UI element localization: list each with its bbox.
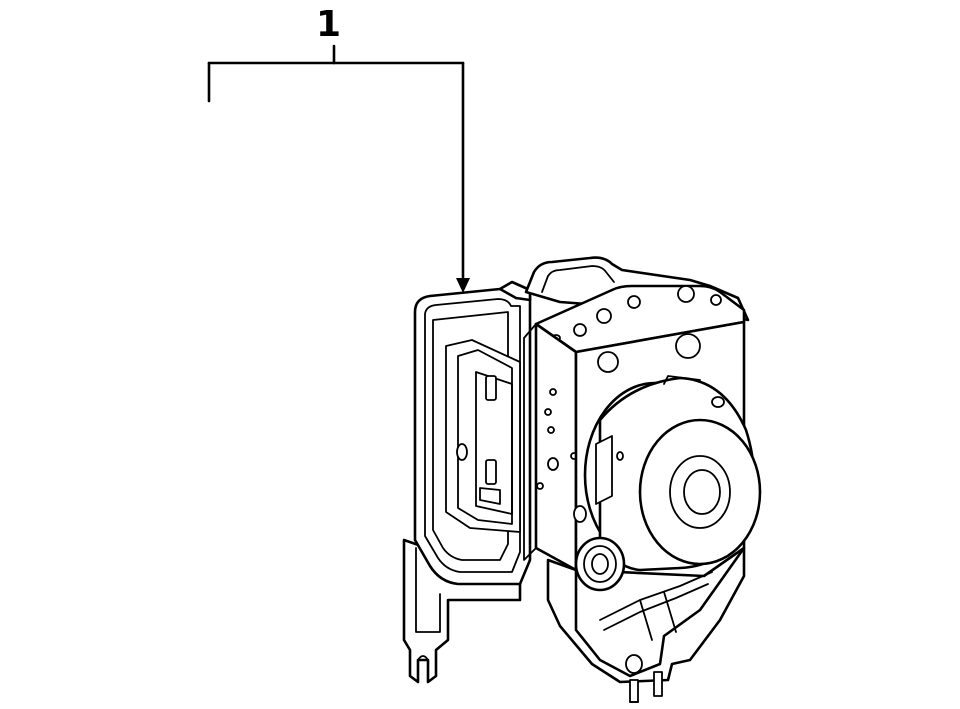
- leader-bracket: [207, 44, 470, 293]
- pump-motor: [583, 375, 762, 572]
- lower-support-bracket: [546, 546, 746, 703]
- callout-label-1: 1: [316, 4, 341, 45]
- abs-module: [402, 256, 762, 703]
- ecu-housing: [413, 280, 532, 586]
- leader-arrowhead: [456, 278, 470, 293]
- port-fitting: [573, 505, 626, 592]
